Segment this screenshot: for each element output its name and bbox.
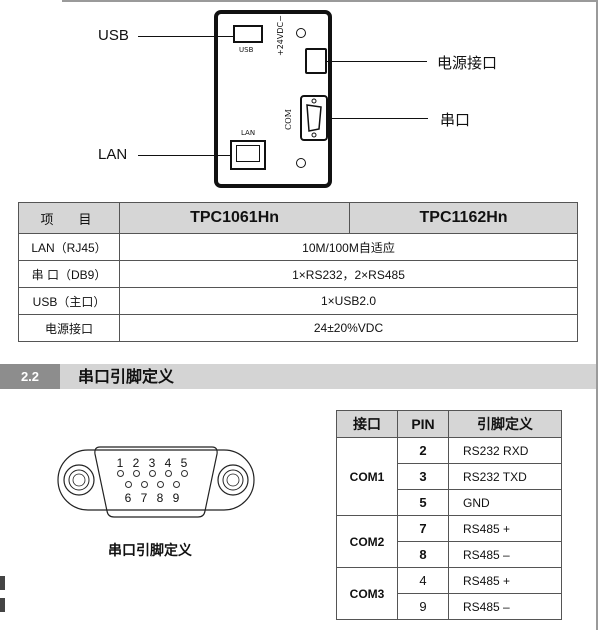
table-row: LAN（RJ45） 10M/100M自适应 (18, 233, 578, 261)
pin-cell: 4 (397, 567, 449, 594)
table-row: 9 RS485 – (337, 593, 562, 620)
pin-hole (149, 470, 156, 477)
pin-header-port: 接口 (336, 410, 398, 438)
table-row: USB（主口） 1×USB2.0 (18, 287, 578, 315)
callout-lan: LAN (98, 146, 128, 163)
spec-header-item: 项 目 (18, 202, 120, 234)
pin-label: 8 (156, 491, 164, 505)
db9-mini-icon (306, 98, 322, 138)
pin-hole (165, 470, 172, 477)
pin-label: 9 (172, 491, 180, 505)
lan-port-socket (236, 145, 260, 162)
pin-cell: 2 (397, 437, 449, 464)
com-port-label: COM (284, 109, 293, 130)
pin-cell: 7 (397, 515, 449, 542)
page-marker (0, 598, 5, 612)
db9-connector-icon (57, 446, 255, 518)
pin-label: 4 (164, 456, 172, 470)
pin-cell: 9 (397, 593, 449, 620)
callout-usb: USB (98, 27, 129, 44)
callout-serial: 串口 (440, 112, 471, 129)
def-cell: RS485 + (448, 515, 562, 542)
pin-label: 6 (124, 491, 132, 505)
pin-label: 2 (132, 456, 140, 470)
power-port-label: +24VDC− (276, 15, 285, 56)
spec-row-label: LAN（RJ45） (18, 233, 120, 261)
pin-hole (157, 481, 164, 488)
table-row: 电源接口 24±20%VDC (18, 314, 578, 342)
spec-table-header: 项 目 TPC1061Hn TPC1162Hn (18, 202, 578, 234)
table-row: COM3 4 RS485 + (336, 567, 562, 620)
pin-hole (133, 470, 140, 477)
pin-header-pin: PIN (397, 410, 449, 438)
def-cell: GND (448, 489, 562, 516)
top-rule (62, 0, 596, 2)
table-row: 串 口（DB9） 1×RS232，2×RS485 (18, 260, 578, 288)
def-cell: RS485 – (448, 541, 562, 568)
pin-table-header: 接口 PIN 引脚定义 (336, 410, 562, 438)
pin-hole (117, 470, 124, 477)
pin-cell: 8 (397, 541, 449, 568)
pin-label: 3 (148, 456, 156, 470)
pin-label: 1 (116, 456, 124, 470)
pin-table: 接口 PIN 引脚定义 COM1 2 RS232 RXD 3 RS232 TXD… (336, 410, 562, 620)
screw-icon (296, 158, 306, 168)
spec-row-value: 24±20%VDC (119, 314, 578, 342)
page-edge (596, 0, 598, 630)
port-cell: COM1 (336, 437, 398, 516)
def-cell: RS232 RXD (448, 437, 562, 464)
callout-line-lan (138, 155, 230, 156)
table-row: 3 RS232 TXD (337, 463, 562, 490)
def-cell: RS485 – (448, 593, 562, 620)
com-connector (300, 95, 328, 141)
pin-label: 5 (180, 456, 188, 470)
screw-icon (296, 28, 306, 38)
callout-line-serial (328, 118, 428, 119)
pin-hole (125, 481, 132, 488)
spec-row-value: 1×RS232，2×RS485 (119, 260, 578, 288)
pin-cell: 5 (397, 489, 449, 516)
spec-table: 项 目 TPC1061Hn TPC1162Hn LAN（RJ45） 10M/10… (18, 202, 578, 342)
table-row: COM2 7 RS485 + (336, 515, 562, 568)
pin-header-def: 引脚定义 (448, 410, 562, 438)
spec-row-label: 电源接口 (18, 314, 120, 342)
def-cell: RS232 TXD (448, 463, 562, 490)
pin-hole (141, 481, 148, 488)
spec-row-label: 串 口（DB9） (18, 260, 120, 288)
pin-hole (181, 470, 188, 477)
power-connector (305, 48, 327, 74)
port-cell: COM2 (336, 515, 398, 568)
callout-power: 电源接口 (437, 55, 498, 72)
table-row: COM1 2 RS232 RXD (336, 437, 562, 516)
lan-port-label: LAN (241, 129, 256, 137)
pin-cell: 3 (397, 463, 449, 490)
spec-row-label: USB（主口） (18, 287, 120, 315)
pin-hole (173, 481, 180, 488)
usb-port (233, 25, 263, 43)
spec-row-value: 1×USB2.0 (119, 287, 578, 315)
section-number: 2.2 (0, 364, 60, 389)
usb-port-label: USB (239, 46, 254, 54)
db9-caption: 串口引脚定义 (108, 543, 192, 559)
pin-label: 7 (140, 491, 148, 505)
section-banner (0, 364, 596, 389)
port-cell: COM3 (336, 567, 398, 620)
table-row: 5 GND (337, 489, 562, 516)
callout-line-usb (138, 36, 233, 37)
spec-row-value: 10M/100M自适应 (119, 233, 578, 261)
section-title: 串口引脚定义 (78, 367, 175, 386)
callout-line-power (327, 61, 427, 62)
spec-header-model-1: TPC1061Hn (118, 202, 351, 234)
page-marker (0, 576, 5, 590)
spec-header-model-2: TPC1162Hn (349, 202, 578, 234)
def-cell: RS485 + (448, 567, 562, 594)
